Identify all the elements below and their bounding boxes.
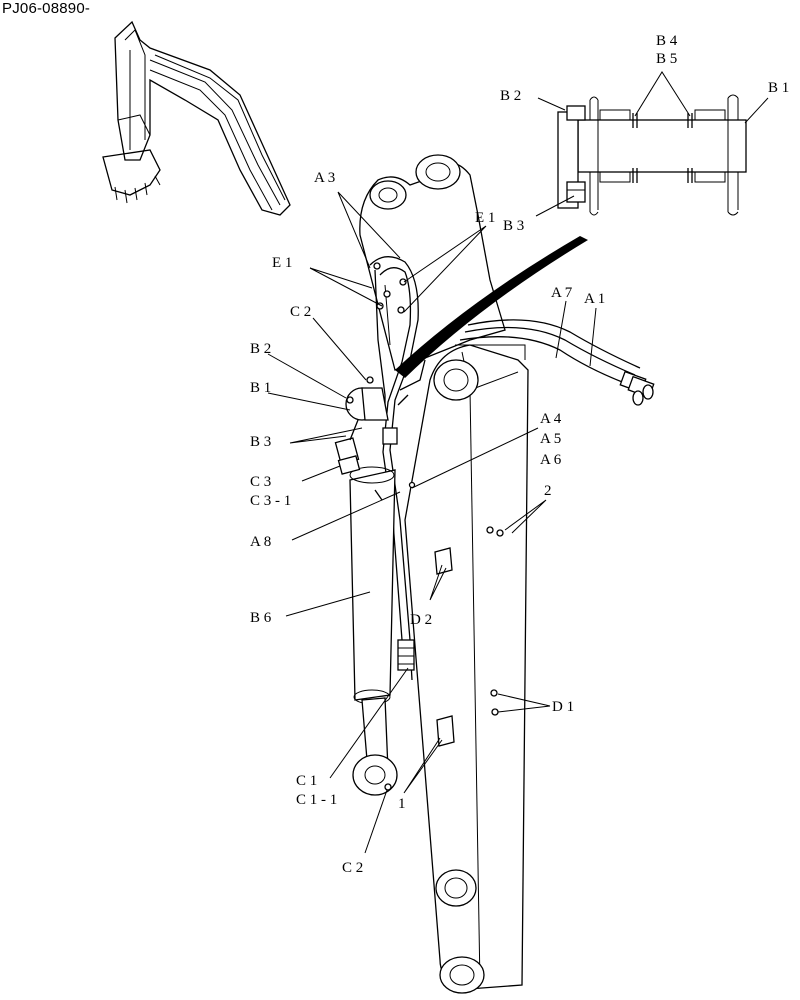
callout-part-2-top: 2: [544, 483, 552, 499]
pin-detail-inset: [535, 71, 769, 217]
arm-structure: [359, 154, 529, 994]
callout-C2-top: C 2: [290, 304, 311, 320]
callout-D1: D 1: [552, 699, 574, 715]
callout-C1-1: C 1 - 1: [296, 792, 337, 808]
callout-A7: A 7: [551, 285, 573, 301]
callout-B1-detail: B 1: [768, 80, 789, 96]
callout-B2-detail: B 2: [500, 88, 521, 104]
callout-E1-left: E 1: [272, 255, 292, 271]
callout-labels: B 4 B 5 B 2 B 1 B 3 A 3 E 1 E 1 A 7 A 1 …: [250, 33, 789, 876]
callout-A4: A 4: [540, 411, 562, 427]
callout-B2: B 2: [250, 341, 271, 357]
callout-D2: D 2: [410, 612, 432, 628]
excavator-overview-thumbnail: [102, 20, 291, 216]
callout-A3: A 3: [314, 170, 335, 186]
callout-B6: B 6: [250, 610, 272, 626]
callout-B4: B 4: [656, 33, 678, 49]
document-id: PJ06-08890-: [2, 0, 91, 17]
callout-A1: A 1: [584, 291, 605, 307]
callout-A5: A 5: [540, 431, 561, 447]
callout-C3: C 3: [250, 474, 271, 490]
callout-C1: C 1: [296, 773, 317, 789]
arm-cylinder: [334, 376, 398, 796]
callout-B3-detail: B 3: [503, 218, 524, 234]
callout-B5: B 5: [656, 51, 677, 67]
callout-A6: A 6: [540, 452, 562, 468]
callout-B1: B 1: [250, 380, 271, 396]
callout-A8: A 8: [250, 534, 271, 550]
callout-C3-1: C 3 - 1: [250, 493, 291, 509]
callout-B3: B 3: [250, 434, 271, 450]
callout-part-1: 1: [398, 796, 406, 812]
leader-lines: [267, 191, 597, 854]
callout-C2-bottom: C 2: [342, 860, 363, 876]
callout-E1-right: E 1: [475, 210, 495, 226]
